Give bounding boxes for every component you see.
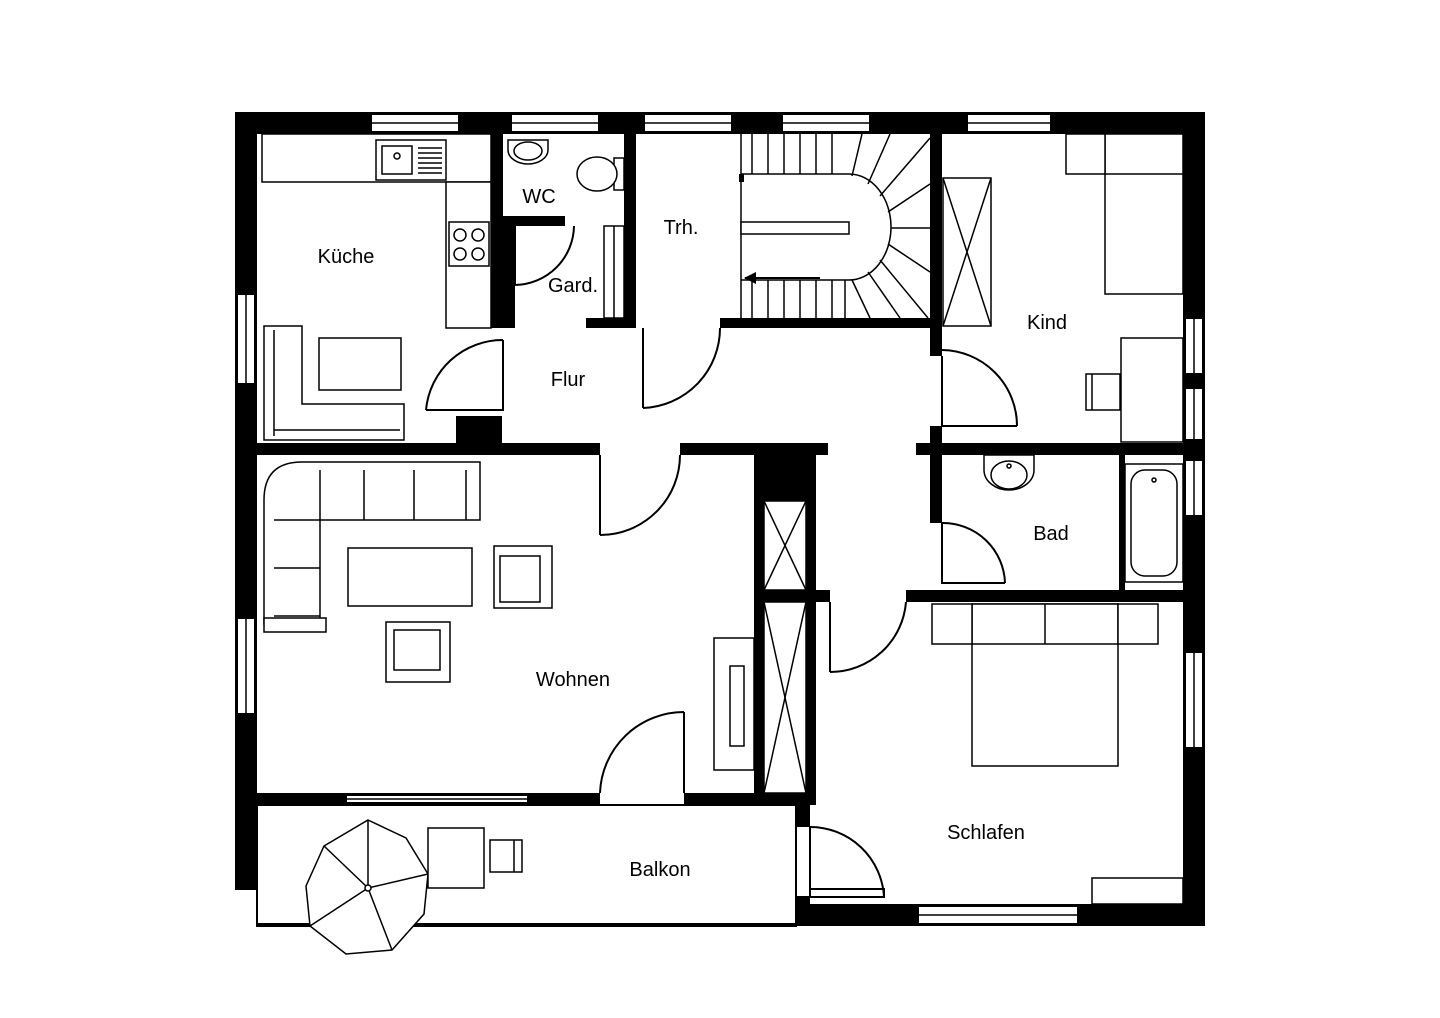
stove-icon: [448, 221, 490, 267]
interior-walls: [257, 134, 1183, 827]
sink-icon: [507, 139, 549, 165]
balkon-furniture: [305, 819, 523, 955]
armchair-icon: [385, 621, 451, 683]
bed-icon: [1065, 133, 1184, 295]
wardrobe-icon: [942, 177, 992, 327]
stairs: [739, 133, 931, 319]
parasol-icon: [305, 819, 429, 955]
doors: [425, 225, 1018, 898]
wohnen-furniture: [263, 461, 755, 771]
windows: [236, 113, 1204, 925]
wardrobe-garderobe: [603, 225, 625, 319]
drainboard-icon: [418, 147, 442, 174]
armchair-icon: [493, 545, 553, 609]
room-label-wohnen: Wohnen: [536, 669, 610, 691]
room-label-bad: Bad: [1033, 523, 1069, 545]
room-labels: Küche WC Gard. Trh. Flur Kind Bad Wohnen…: [318, 186, 1069, 881]
schlafen-furniture: [931, 603, 1184, 905]
room-label-schlafen: Schlafen: [947, 822, 1025, 844]
room-label-garderobe: Gard.: [548, 275, 598, 297]
bad-furniture: [983, 454, 1184, 583]
room-label-wc: WC: [522, 186, 555, 208]
room-label-kind: Kind: [1027, 312, 1067, 334]
kitchen-furniture: [261, 133, 492, 441]
coffee-table-icon: [347, 547, 473, 607]
desk-icon: [1085, 337, 1184, 443]
dresser-icon: [1091, 877, 1184, 905]
bathtub-icon: [1124, 463, 1184, 583]
sink-icon: [983, 454, 1035, 491]
double-bed-icon: [931, 603, 1159, 767]
dining-corner-bench: [263, 325, 405, 441]
wc-furniture: [507, 139, 625, 192]
corner-sofa-icon: [263, 461, 481, 633]
room-label-balkon: Balkon: [629, 859, 690, 881]
room-label-kueche: Küche: [318, 246, 375, 268]
balcony-table-icon: [427, 827, 485, 889]
balcony-chair-icon: [489, 839, 523, 873]
fireplace-icon: [713, 637, 755, 771]
kind-furniture: [942, 133, 1184, 443]
room-label-treppenhaus: Trh.: [664, 217, 699, 239]
toilet-icon: [576, 156, 625, 192]
room-label-flur: Flur: [551, 369, 586, 391]
closet-shaft: [763, 500, 807, 794]
